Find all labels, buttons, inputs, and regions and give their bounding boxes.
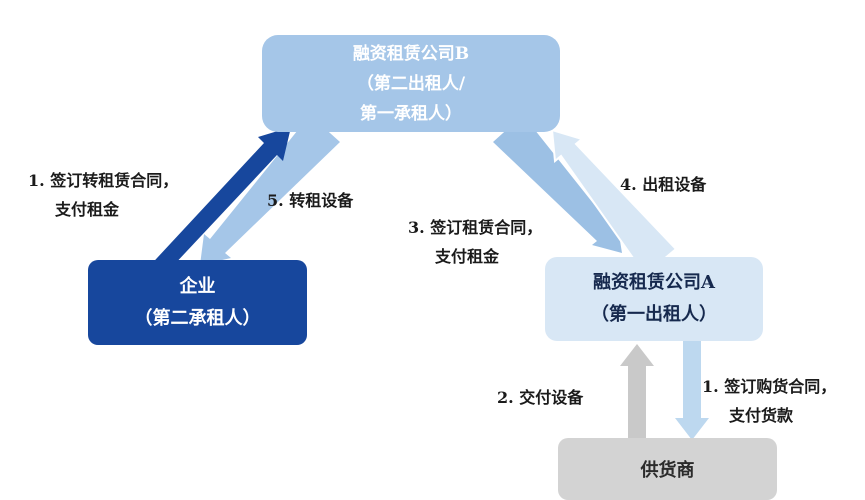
- edge-label-deliver-equipment: 2. 交付设备: [497, 383, 583, 412]
- arrow-sign-lease-icon: [493, 115, 622, 253]
- arrow-sign-sublease-icon: [144, 127, 291, 284]
- edge-label-sign-lease-line1: 3. 签订租赁合同，: [408, 218, 543, 237]
- edge-label-sign-lease: 3. 签订租赁合同， 支付租金: [408, 213, 542, 271]
- arrow-deliver-equipment-icon: [620, 344, 654, 442]
- edge-label-sign-purchase-line1: 1. 签订购货合同，: [702, 377, 837, 396]
- edge-label-sign-purchase: 1. 签订购货合同， 支付货款: [702, 372, 836, 430]
- node-leasing-company-a: 融资租赁公司A （第一出租人）: [545, 257, 763, 341]
- arrow-sign-purchase-icon: [675, 338, 709, 440]
- edge-label-lease-equipment: 4. 出租设备: [620, 170, 706, 199]
- arrow-sublease-equipment-icon: [200, 115, 340, 265]
- edge-label-sign-purchase-line2: 支付货款: [729, 406, 794, 425]
- edge-label-lease-equipment-line1: 4. 出租设备: [620, 175, 707, 194]
- edge-label-sign-sublease-line1: 1. 签订转租赁合同，: [28, 171, 179, 190]
- node-enterprise-line2: （第二承租人）: [134, 307, 261, 329]
- node-leasing-company-b: 融资租赁公司B （第二出租人/ 第一承租人）: [262, 35, 560, 132]
- node-leasing-company-b-line3: 第一承租人）: [360, 103, 462, 124]
- edge-label-sublease-equipment: 5. 转租设备: [267, 186, 353, 215]
- node-leasing-company-a-line2: （第一出租人）: [591, 304, 717, 325]
- node-leasing-company-b-line1: 融资租赁公司B: [352, 43, 470, 64]
- edge-label-sublease-equipment-line1: 5. 转租设备: [267, 191, 354, 210]
- node-enterprise: 企业 （第二承租人）: [88, 260, 307, 345]
- node-enterprise-line1: 企业: [179, 275, 216, 297]
- node-leasing-company-a-line1: 融资租赁公司A: [593, 272, 715, 293]
- edge-label-sign-sublease: 1. 签订转租赁合同， 支付租金: [28, 166, 178, 224]
- node-supplier: 供货商: [558, 438, 777, 500]
- node-leasing-company-b-line2: （第二出租人/: [356, 73, 466, 94]
- node-supplier-line1: 供货商: [640, 460, 695, 481]
- edge-label-sign-lease-line2: 支付租金: [435, 247, 500, 266]
- edge-label-deliver-equipment-line1: 2. 交付设备: [497, 388, 584, 407]
- edge-label-sign-sublease-line2: 支付租金: [55, 200, 120, 219]
- arrow-lease-equipment-icon: [550, 128, 678, 277]
